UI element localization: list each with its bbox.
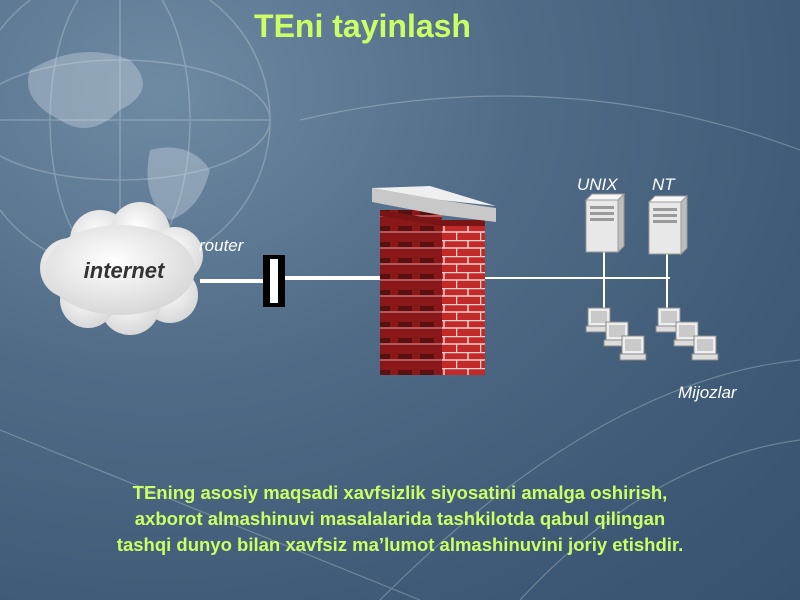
description-line: tashqi dunyo bilan xavfsiz ma’lumot alma… — [116, 534, 684, 555]
description-line: axborot almashinuvi masalalarida tashkil… — [134, 508, 666, 529]
internet-cloud — [40, 202, 203, 335]
description-line: TEning asosiy maqsadi xavfsizlik siyosat… — [132, 482, 668, 503]
unix-label: UNIX — [577, 175, 618, 194]
nt-label: NT — [652, 175, 675, 194]
slide-title: TEni tayinlash — [254, 8, 471, 44]
description-text: TEning asosiy maqsadi xavfsizlik siyosat… — [20, 480, 780, 558]
router-icon — [263, 255, 285, 307]
client-pcs-group-b-icon — [655, 307, 719, 361]
unix-server-icon — [584, 192, 626, 254]
nt-server-icon — [647, 194, 689, 256]
client-pcs-group-a-icon — [585, 307, 647, 361]
internet-label: internet — [83, 258, 165, 283]
clients-label: Mijozlar — [678, 383, 737, 402]
router-label: router — [199, 236, 244, 255]
firewall-icon — [372, 186, 496, 375]
